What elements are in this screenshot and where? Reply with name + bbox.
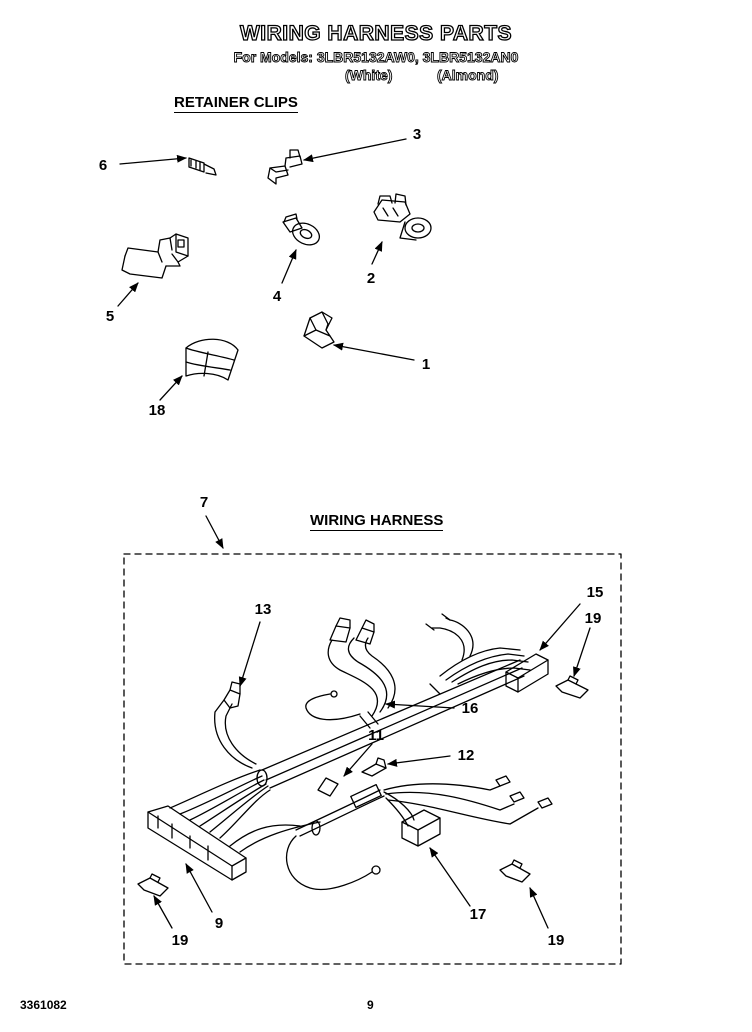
section-wiring-harness: WIRING HARNESS [310,512,444,531]
part-16-harness-trunk [261,659,525,789]
callout-19-bottom-right: 19 [547,932,565,949]
part-5-bracket-clip [121,233,189,279]
callout-12: 12 [457,747,475,764]
callout-5: 5 [105,308,115,325]
part-18-sleeve-clip [185,338,239,381]
part-9-main-connector [147,805,247,881]
callout-18: 18 [148,402,166,419]
page-number: 9 [367,998,374,1012]
callout-7: 7 [199,494,209,511]
part-2-harness-clamp [373,193,432,241]
callout-1: 1 [421,356,431,373]
harness-wires-lower [286,783,539,890]
callout-6: 6 [98,157,108,174]
harness-enclosure [123,553,622,965]
harness-wires-left [169,769,321,853]
harness-ground-wire [305,690,361,721]
part-12-terminal [361,757,387,777]
models-line: For Models: 3LBR5132AW0, 3LBR5132AN0 [233,49,519,66]
callout-11: 11 [368,727,384,744]
part-4-ring-clip [282,213,321,246]
callout-17: 17 [469,906,487,923]
callout-13: 13 [254,601,272,618]
variant-white: (White) [345,67,393,84]
callout-2: 2 [366,270,376,287]
section-retainer-clips: RETAINER CLIPS [174,94,298,113]
part-17-lower-connector [401,809,441,847]
harness-wires-right [425,613,531,685]
callout-3: 3 [412,126,422,143]
page-title: WIRING HARNESS PARTS [239,21,513,45]
callout-4: 4 [272,288,282,305]
callout-15: 15 [586,584,604,601]
callout-9: 9 [214,915,224,932]
harness-small-terminals [317,775,553,809]
callout-19-top-right: 19 [584,610,602,627]
document-number: 3361082 [20,998,67,1012]
harness-branch-top [327,617,396,717]
variant-almond: (Almond) [437,67,499,84]
callout-16: 16 [461,700,479,717]
part-15-right-connector [505,653,549,693]
part-3-snap-clip [267,149,303,185]
callout-19-bottom-left: 19 [171,932,189,949]
part-19-terminals [137,675,589,897]
part-6-push-pin [188,157,217,176]
part-13-branch [214,681,257,769]
part-1-folded-clip [303,311,335,349]
